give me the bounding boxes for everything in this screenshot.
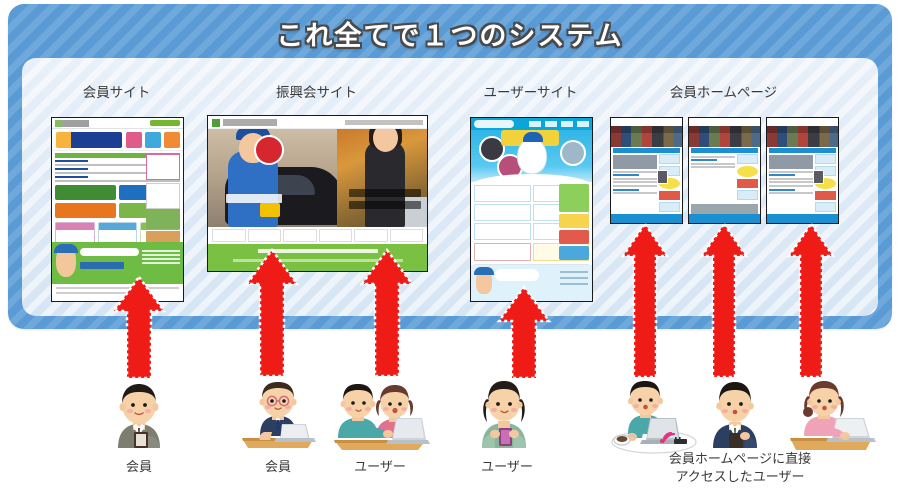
arrow-visitor-to-homepage-1 <box>619 222 671 379</box>
figure-couple-at-laptop <box>330 376 430 452</box>
column-label-member-homepage: 会員ホームページ <box>669 85 778 100</box>
screenshot-member-site <box>51 117 184 302</box>
caption-direct-access-user: 会員ホームページに直接 アクセスしたユーザー <box>615 450 865 485</box>
screenshot-member-homepage-1 <box>610 117 683 224</box>
figure-man-at-laptop-with-wifi <box>608 378 700 454</box>
figure-businessman-with-clipboard <box>104 378 174 448</box>
screenshot-promotion-site <box>207 115 428 272</box>
screenshot-user-site <box>470 117 593 302</box>
caption-member-1: 会員 <box>125 459 152 474</box>
column-label-promotion-site: 振興会サイト <box>276 85 357 100</box>
figure-man-glasses-at-laptop <box>236 380 320 450</box>
screenshot-member-homepage-2 <box>688 117 761 224</box>
figure-woman-with-book <box>470 376 540 448</box>
figure-woman-pink-at-laptop <box>786 378 878 452</box>
screenshot-member-homepage-3 <box>766 117 839 224</box>
arrow-member-to-member-site <box>110 275 168 380</box>
caption-member-2: 会員 <box>264 459 291 474</box>
arrow-user-to-promotion-site-right <box>358 248 416 378</box>
caption-direct-access-line1: 会員ホームページに直接 <box>668 451 812 466</box>
page-title: これ全てで１つのシステム <box>276 21 624 51</box>
column-label-user-site: ユーザーサイト <box>483 85 578 100</box>
figure-businessman-navy-suit <box>700 378 770 448</box>
column-label-member-site: 会員サイト <box>82 85 151 100</box>
caption-user-2: ユーザー <box>481 459 533 474</box>
caption-user-1: ユーザー <box>354 459 406 474</box>
arrow-user-to-user-site <box>495 285 553 380</box>
arrow-visitor-to-homepage-2 <box>698 222 750 379</box>
caption-direct-access-line2: アクセスしたユーザー <box>675 468 805 484</box>
arrow-visitor-to-homepage-3 <box>785 222 837 379</box>
arrow-member-to-promotion-site-left <box>243 248 301 378</box>
